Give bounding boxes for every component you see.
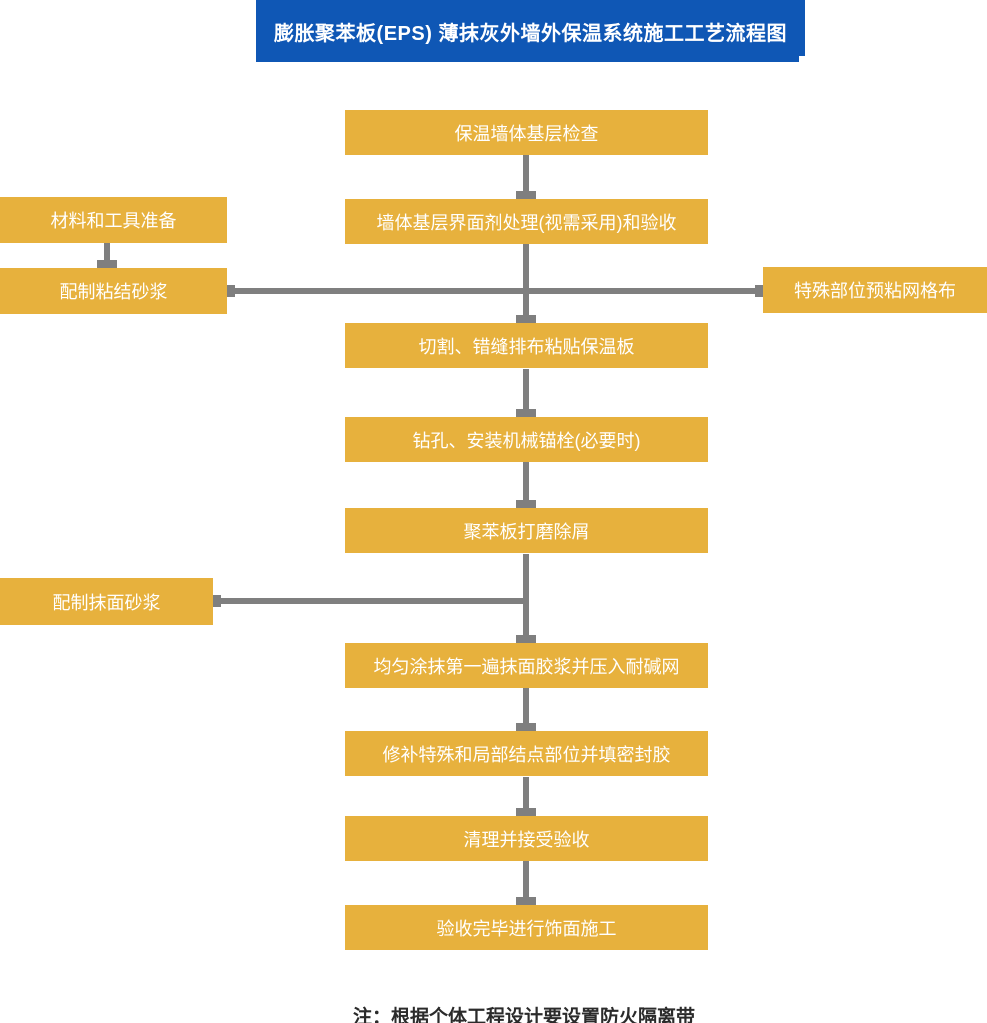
flow-step-finish-construction: 验收完毕进行饰面施工 [345, 905, 708, 950]
arrow-nub [516, 315, 536, 323]
flow-step-cut-paste-boards: 切割、错缝排布粘贴保温板 [345, 323, 708, 368]
connector-cap [213, 595, 221, 607]
arrow-nub [516, 723, 536, 731]
title-banner: 膨胀聚苯板(EPS) 薄抹灰外墙外保温系统施工工艺流程图 [256, 0, 805, 62]
connector-cap [755, 285, 763, 297]
arrow-nub [516, 191, 536, 199]
flow-step-repair-sealant: 修补特殊和局部结点部位并填密封胶 [345, 731, 708, 776]
connector-line [523, 369, 529, 417]
connector-line [523, 244, 529, 323]
arrow-nub [516, 500, 536, 508]
side-step-material-tool-prep: 材料和工具准备 [0, 197, 227, 243]
arrow-nub [516, 808, 536, 816]
connector-line [523, 554, 529, 643]
arrow-nub [97, 260, 117, 268]
arrow-nub [516, 409, 536, 417]
connector-line [523, 688, 529, 731]
flow-step-clean-acceptance: 清理并接受验收 [345, 816, 708, 861]
connector-line [523, 155, 529, 199]
page-title: 膨胀聚苯板(EPS) 薄抹灰外墙外保温系统施工工艺流程图 [274, 22, 787, 45]
footnote: 注：根据个体工程设计要设置防火隔离带 [353, 1007, 696, 1023]
side-step-prepaste-mesh: 特殊部位预粘网格布 [763, 267, 987, 313]
side-step-surface-mortar: 配制抹面砂浆 [0, 578, 213, 625]
connector-line-horizontal [227, 288, 763, 294]
connector-line [104, 243, 110, 268]
flow-step-interface-treatment: 墙体基层界面剂处理(视需采用)和验收 [345, 199, 708, 244]
flow-step-base-inspection: 保温墙体基层检查 [345, 110, 708, 155]
connector-line-horizontal [213, 598, 526, 604]
flow-step-first-coat-mesh: 均匀涂抹第一遍抹面胶浆并压入耐碱网 [345, 643, 708, 688]
arrow-nub [516, 897, 536, 905]
banner-corner-notch [799, 56, 805, 62]
side-step-bonding-mortar: 配制粘结砂浆 [0, 268, 227, 314]
connector-line [523, 861, 529, 905]
connector-cap [227, 285, 235, 297]
flow-step-drill-anchors: 钻孔、安装机械锚栓(必要时) [345, 417, 708, 462]
flow-step-polish-board: 聚苯板打磨除屑 [345, 508, 708, 553]
connector-line [523, 777, 529, 816]
connector-line [523, 462, 529, 508]
arrow-nub [516, 635, 536, 643]
